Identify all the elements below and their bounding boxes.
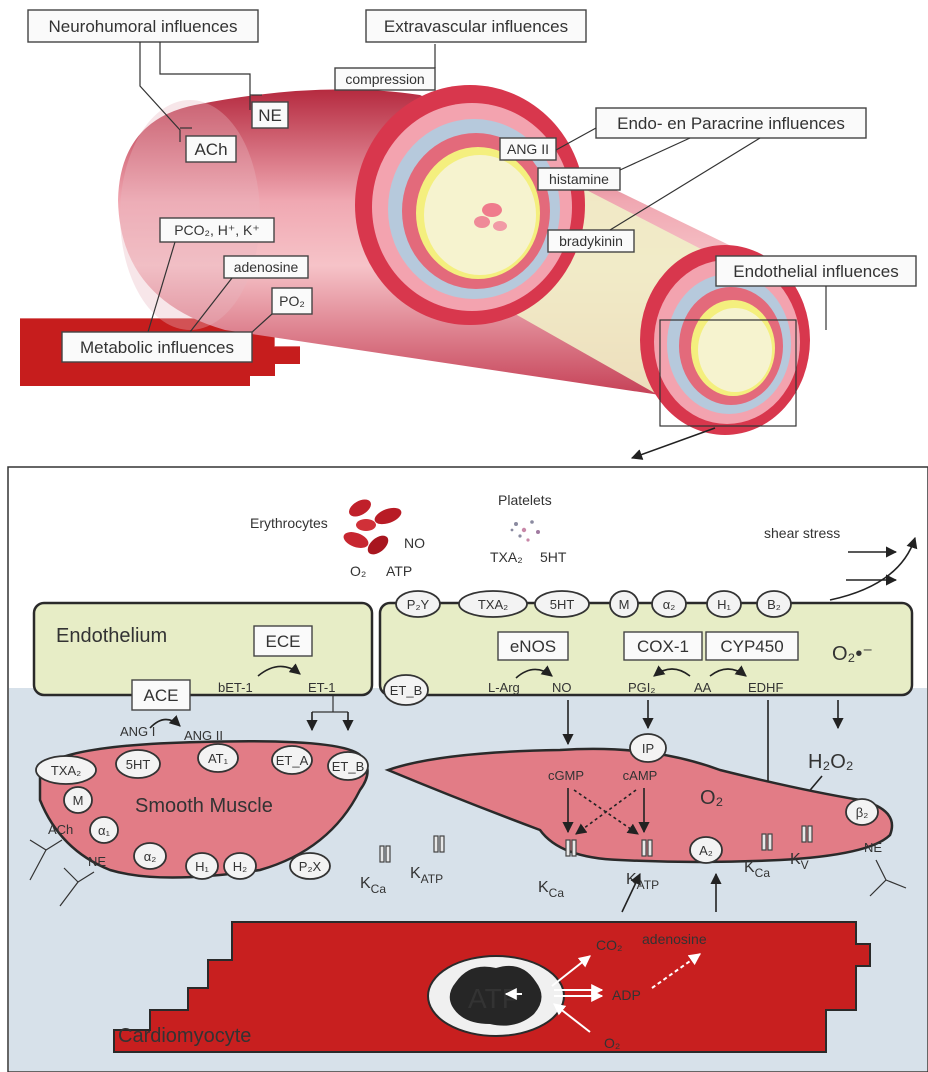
histamine-label: histamine <box>549 171 609 187</box>
svg-text:NE: NE <box>88 854 106 869</box>
svg-text:CYP450: CYP450 <box>720 637 783 656</box>
svg-text:O₂•⁻: O₂•⁻ <box>832 643 873 665</box>
ang2-label: ANG II <box>507 141 549 157</box>
ne-label: NE <box>258 106 282 125</box>
smooth-muscle-label: Smooth Muscle <box>135 795 273 817</box>
svg-text:5HT: 5HT <box>540 549 567 565</box>
svg-text:H₁: H₁ <box>717 597 731 612</box>
svg-text:α₁: α₁ <box>98 823 111 838</box>
svg-text:NO: NO <box>404 535 425 551</box>
endothelial-label: Endothelial influences <box>733 262 898 281</box>
svg-text:A₂: A₂ <box>699 843 713 858</box>
svg-text:B₂: B₂ <box>767 597 781 612</box>
svg-text:M: M <box>73 793 84 808</box>
svg-text:O₂: O₂ <box>350 563 366 579</box>
svg-text:α₂: α₂ <box>144 849 157 864</box>
svg-text:CO₂: CO₂ <box>596 937 622 953</box>
svg-text:P₂Y: P₂Y <box>407 597 430 612</box>
svg-text:Erythrocytes: Erythrocytes <box>250 515 328 531</box>
svg-text:ET_B: ET_B <box>332 759 365 774</box>
svg-text:β₂: β₂ <box>856 805 869 820</box>
neurohumoral-label: Neurohumoral influences <box>49 17 238 36</box>
svg-text:COX-1: COX-1 <box>637 637 689 656</box>
svg-text:NE: NE <box>864 840 882 855</box>
svg-text:Platelets: Platelets <box>498 492 552 508</box>
svg-text:NO: NO <box>552 680 572 695</box>
svg-text:ET_A: ET_A <box>276 753 309 768</box>
adenosine-label: adenosine <box>234 259 299 275</box>
svg-text:ATP: ATP <box>468 983 520 1014</box>
svg-text:EDHF: EDHF <box>748 680 783 695</box>
svg-text:P₂X: P₂X <box>299 859 322 874</box>
vessel-illustration <box>20 85 810 458</box>
svg-text:cGMP: cGMP <box>548 768 584 783</box>
svg-text:TXA₂: TXA₂ <box>490 549 523 565</box>
svg-text:TXA₂: TXA₂ <box>51 763 81 778</box>
svg-text:shear stress: shear stress <box>764 525 840 541</box>
cardiomyocyte-label: Cardiomyocyte <box>118 1025 251 1047</box>
svg-text:ANG I: ANG I <box>120 724 155 739</box>
svg-text:cAMP: cAMP <box>623 768 658 783</box>
svg-text:ATP: ATP <box>386 563 412 579</box>
svg-text:ADP: ADP <box>612 987 641 1003</box>
paracrine-label: Endo- en Paracrine influences <box>617 114 845 133</box>
svg-text:H₂O₂: H₂O₂ <box>808 751 854 773</box>
bradykinin-label: bradykinin <box>559 233 623 249</box>
metabolic-label: Metabolic influences <box>80 338 234 357</box>
svg-text:L-Arg: L-Arg <box>488 680 520 695</box>
svg-text:5HT: 5HT <box>126 757 151 772</box>
svg-text:AA: AA <box>694 680 712 695</box>
ach-label: ACh <box>194 140 227 159</box>
svg-text:ET_B: ET_B <box>390 683 423 698</box>
extravascular-label: Extravascular influences <box>384 17 568 36</box>
svg-text:ACE: ACE <box>144 686 179 705</box>
svg-text:α₂: α₂ <box>663 597 676 612</box>
svg-text:M: M <box>619 597 630 612</box>
endothelium-label: Endothelium <box>56 625 167 647</box>
bottom-panel: Erythrocytes NO O₂ ATP Platelets TXA₂ 5H… <box>8 467 928 1072</box>
svg-text:O₂: O₂ <box>604 1035 620 1051</box>
svg-text:IP: IP <box>642 741 654 756</box>
svg-text:AT₁: AT₁ <box>208 751 229 766</box>
cross-section-upper <box>355 85 585 325</box>
svg-text:eNOS: eNOS <box>510 637 556 656</box>
svg-text:ACh: ACh <box>48 822 73 837</box>
pco2-label: PCO₂, H⁺, K⁺ <box>174 222 260 238</box>
svg-text:TXA₂: TXA₂ <box>478 597 508 612</box>
po2-label: PO₂ <box>279 293 305 309</box>
svg-text:ET-1: ET-1 <box>308 680 335 695</box>
svg-text:adenosine: adenosine <box>642 931 707 947</box>
svg-text:bET-1: bET-1 <box>218 680 253 695</box>
svg-text:PGI₂: PGI₂ <box>628 680 655 695</box>
compression-label: compression <box>345 71 424 87</box>
svg-text:H₂: H₂ <box>233 859 247 874</box>
svg-text:O₂: O₂ <box>700 787 723 809</box>
svg-text:5HT: 5HT <box>550 597 575 612</box>
svg-text:ECE: ECE <box>266 632 301 651</box>
svg-text:H₁: H₁ <box>195 859 209 874</box>
